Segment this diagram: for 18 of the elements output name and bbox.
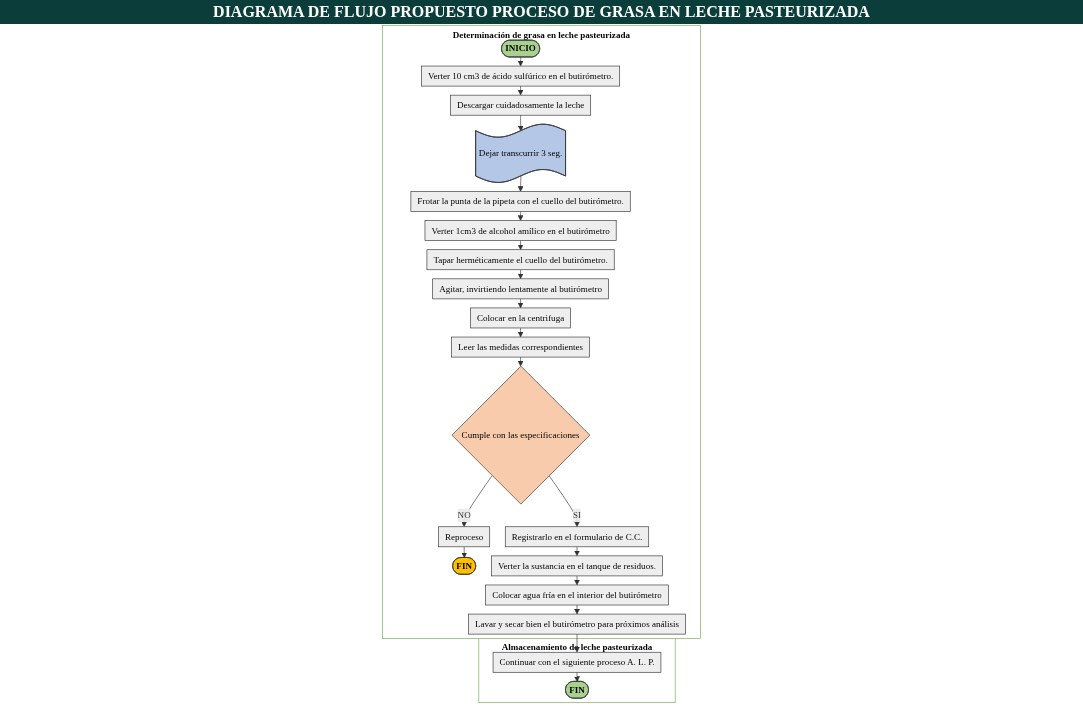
node-diamond: Cumple con las especificaciones bbox=[451, 365, 591, 505]
node-box: Registrarlo en el formulario de C.C. bbox=[505, 526, 650, 548]
node-box: Colocar agua fría en el interior del butirómetro bbox=[485, 584, 669, 606]
node-box: Descargar cuidadosamente la leche bbox=[450, 94, 592, 116]
node-box: Reproceso bbox=[438, 526, 491, 548]
node-box: Verter 1cm3 de alcohol amílico en el butirómetro bbox=[424, 220, 617, 241]
node-box: Frotar la punta de la pipeta con el cuello del butirómetro. bbox=[410, 191, 631, 212]
edge-label: NO bbox=[457, 510, 471, 521]
diagram-title: DIAGRAMA DE FLUJO PROPUESTO PROCESO DE GRASA EN LECHE PASTEURIZADA bbox=[0, 0, 1083, 24]
node-box: Agitar, invirtiendo lentamente al butirómetro bbox=[432, 278, 609, 300]
node-box: Lavar y secar bien el butirómetro para próximos análisis bbox=[468, 613, 687, 635]
node-box: Verter la sustancia en el tanque de residuos. bbox=[491, 555, 663, 577]
node-box: Leer las medidas correspondientes bbox=[451, 336, 591, 358]
node-box: Colocar en la centrifuga bbox=[470, 307, 572, 329]
node-box: Continuar con el siguiente proceso A. L. P. bbox=[492, 651, 662, 673]
node-box: Verter 10 cm3 de ácido sulfúrico en el butirómetro. bbox=[421, 65, 621, 87]
edge-label: SI bbox=[573, 510, 582, 521]
node-box: Tapar herméticamente el cuello del butirómetro. bbox=[426, 249, 615, 271]
